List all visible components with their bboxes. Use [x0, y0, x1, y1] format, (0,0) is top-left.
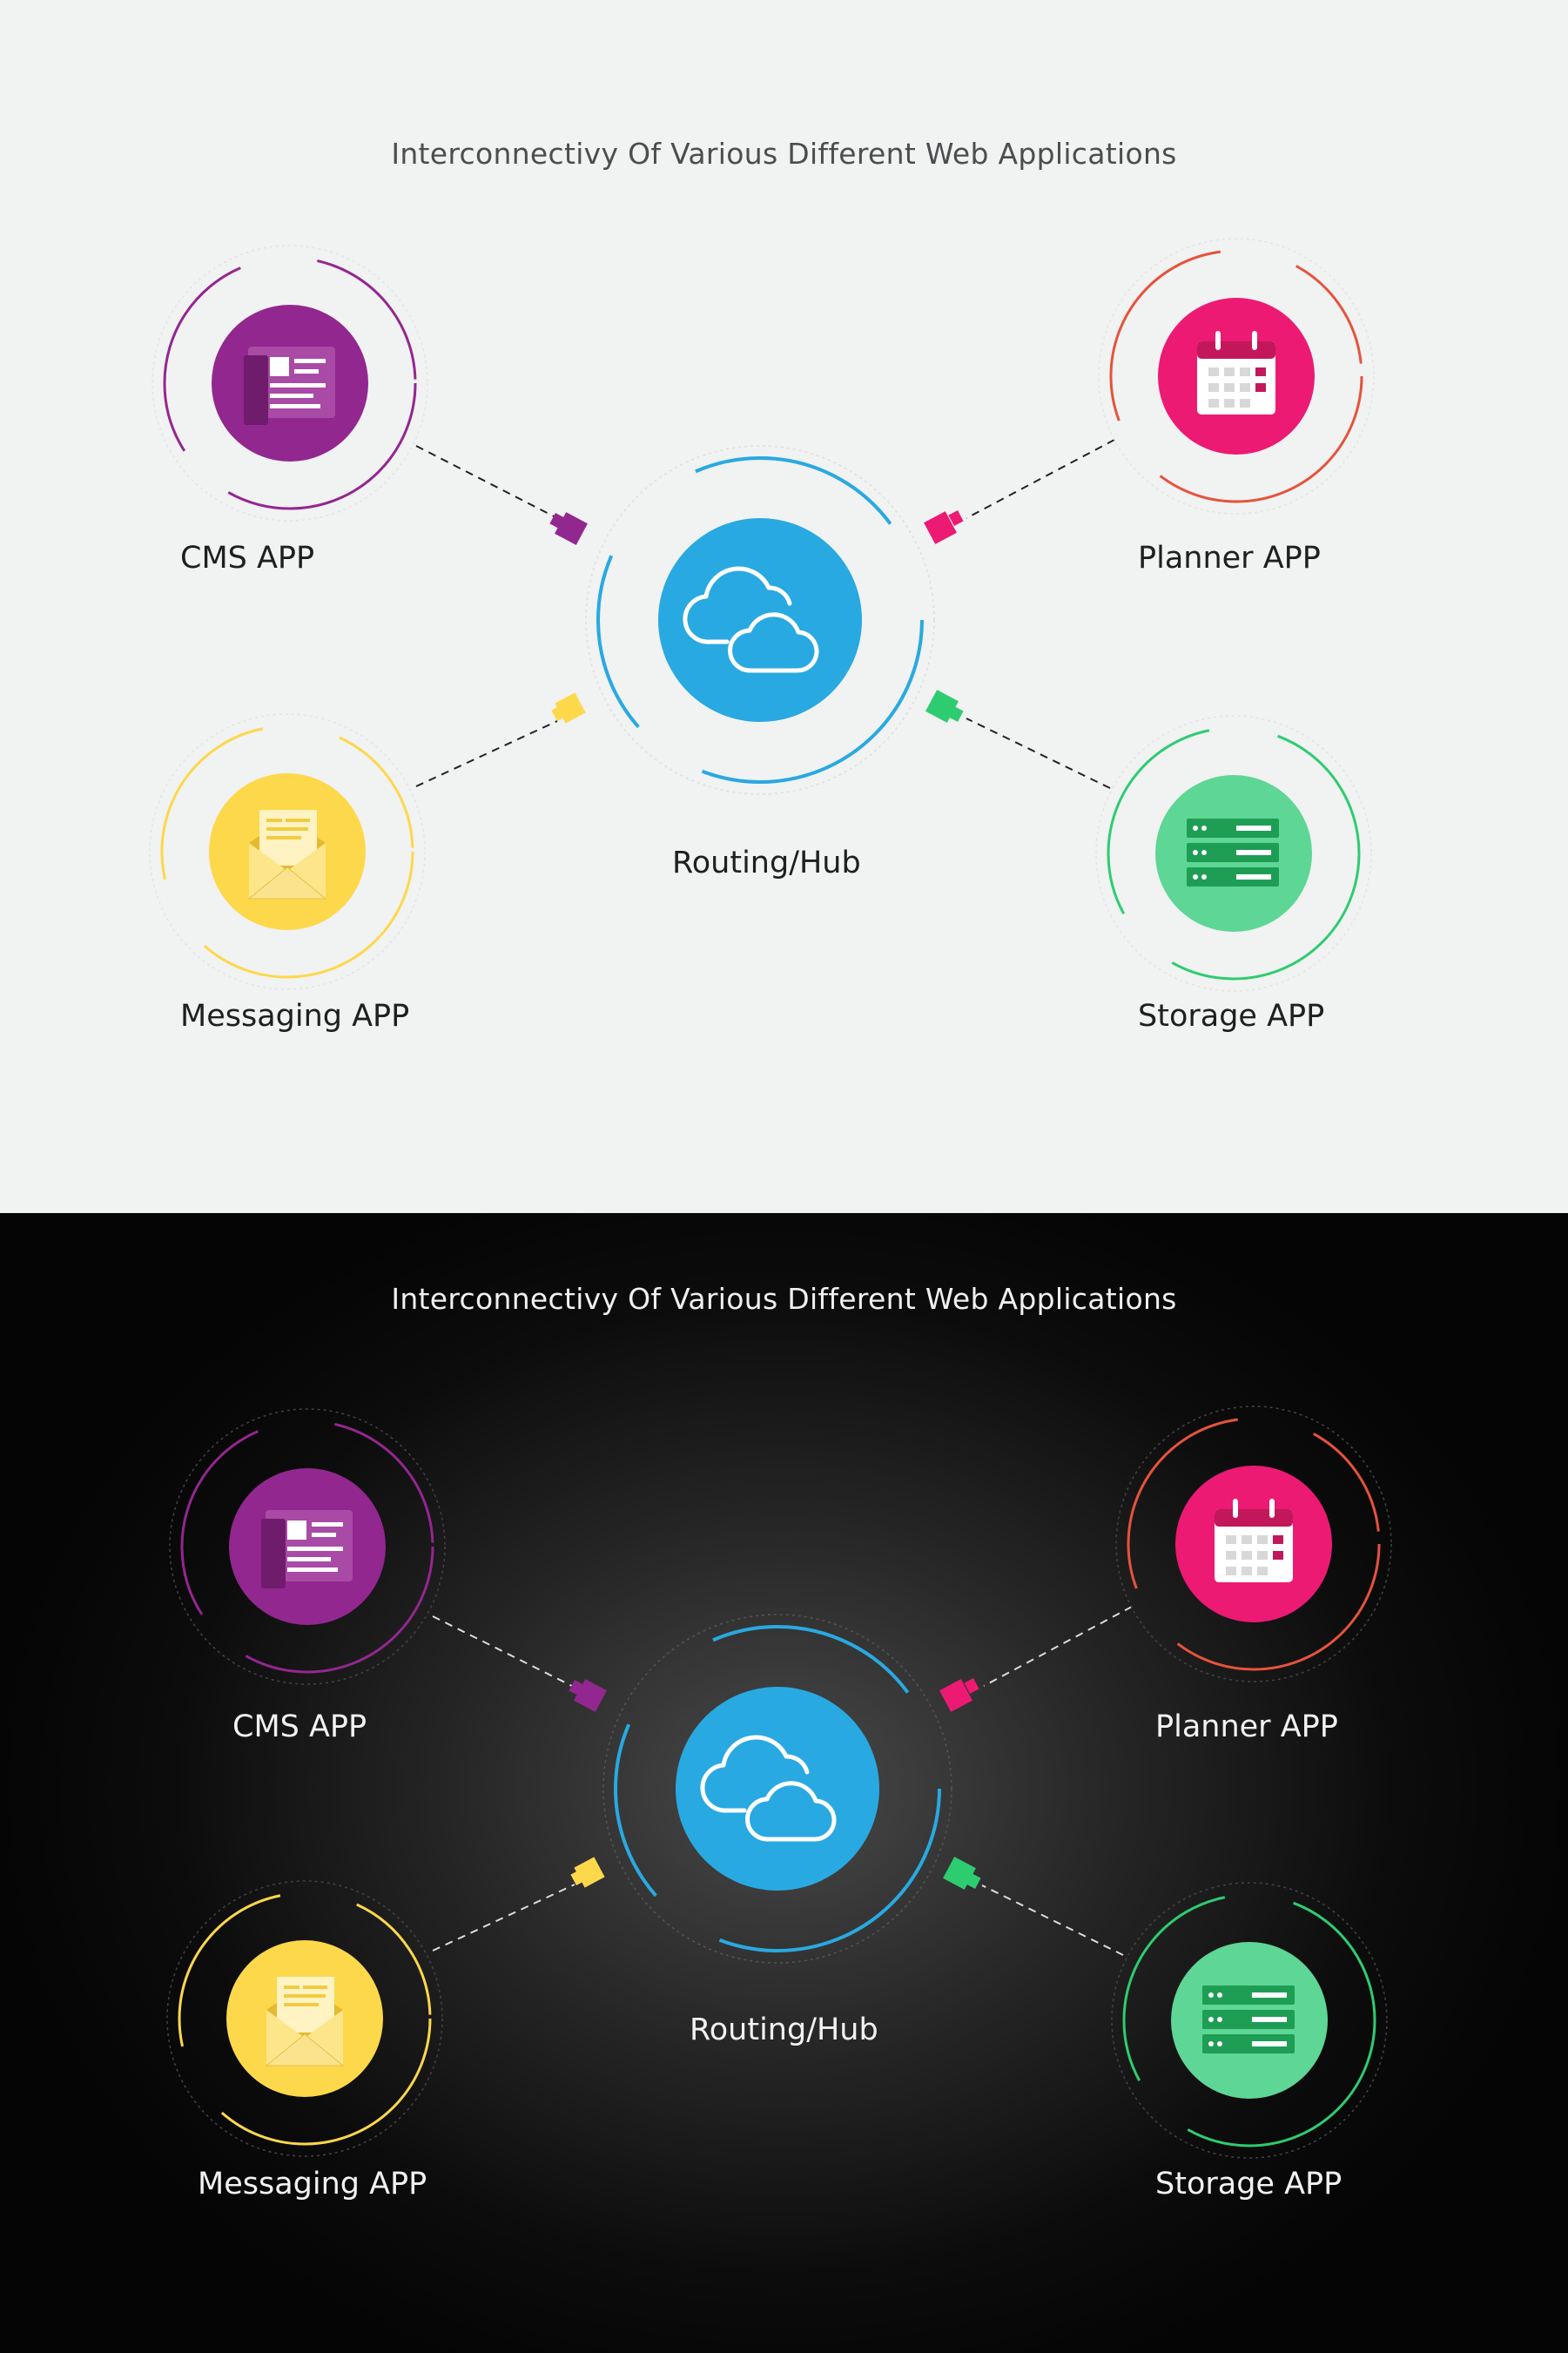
diagram-title: Interconnectivy Of Various Different Web… [391, 1282, 1177, 1316]
newspaper-icon [261, 1510, 353, 1588]
server-icon [1187, 819, 1279, 887]
hub-node [585, 445, 935, 795]
connector-storage-hub [943, 1857, 1124, 1956]
envelope-icon [247, 810, 327, 900]
messaging-app-node [149, 713, 426, 990]
calendar-icon [1215, 1499, 1293, 1582]
connector-planner-hub [924, 439, 1115, 544]
planner-app-node [1115, 1406, 1392, 1682]
cms-app-label: CMS APP [180, 541, 315, 576]
diagram-title: Interconnectivy Of Various Different Web… [391, 137, 1177, 171]
messaging-app-label: Messaging APP [198, 2167, 427, 2201]
newspaper-icon [244, 347, 335, 425]
messaging-app-node [166, 1880, 443, 2157]
server-icon [1202, 1986, 1295, 2053]
calendar-icon [1197, 331, 1275, 415]
storage-app-node [1111, 1882, 1388, 2159]
connector-storage-hub [925, 690, 1111, 789]
storage-app-node [1095, 715, 1372, 992]
envelope-icon [265, 1977, 345, 2066]
connector-messaging-hub [415, 692, 586, 787]
planner-app-label: Planner APP [1155, 1709, 1338, 1744]
cloud-icon [700, 1735, 837, 1842]
light-diagram-panel: Interconnectivy Of Various Different Web… [0, 0, 1568, 1213]
planner-app-label: Planner APP [1138, 541, 1321, 576]
connector-messaging-hub [432, 1857, 605, 1952]
hub-label: Routing/Hub [690, 2013, 878, 2047]
storage-app-label: Storage APP [1155, 2167, 1343, 2201]
hub-node [602, 1614, 952, 1964]
messaging-app-label: Messaging APP [180, 999, 410, 1034]
connection-diagram [149, 238, 1375, 992]
connector-planner-hub [939, 1606, 1133, 1712]
hub-label: Routing/Hub [672, 846, 861, 880]
cloud-icon [683, 566, 819, 673]
dark-diagram-panel: Interconnectivy Of Various Different Web… [0, 1213, 1568, 2353]
connector-cms-hub [432, 1615, 607, 1712]
planner-app-node [1098, 238, 1375, 515]
connector-cms-hub [415, 445, 588, 545]
cms-app-label: CMS APP [232, 1709, 367, 1744]
cms-app-node [169, 1408, 446, 1685]
connection-diagram [166, 1406, 1392, 2159]
storage-app-label: Storage APP [1138, 999, 1325, 1034]
cms-app-node [151, 245, 428, 522]
